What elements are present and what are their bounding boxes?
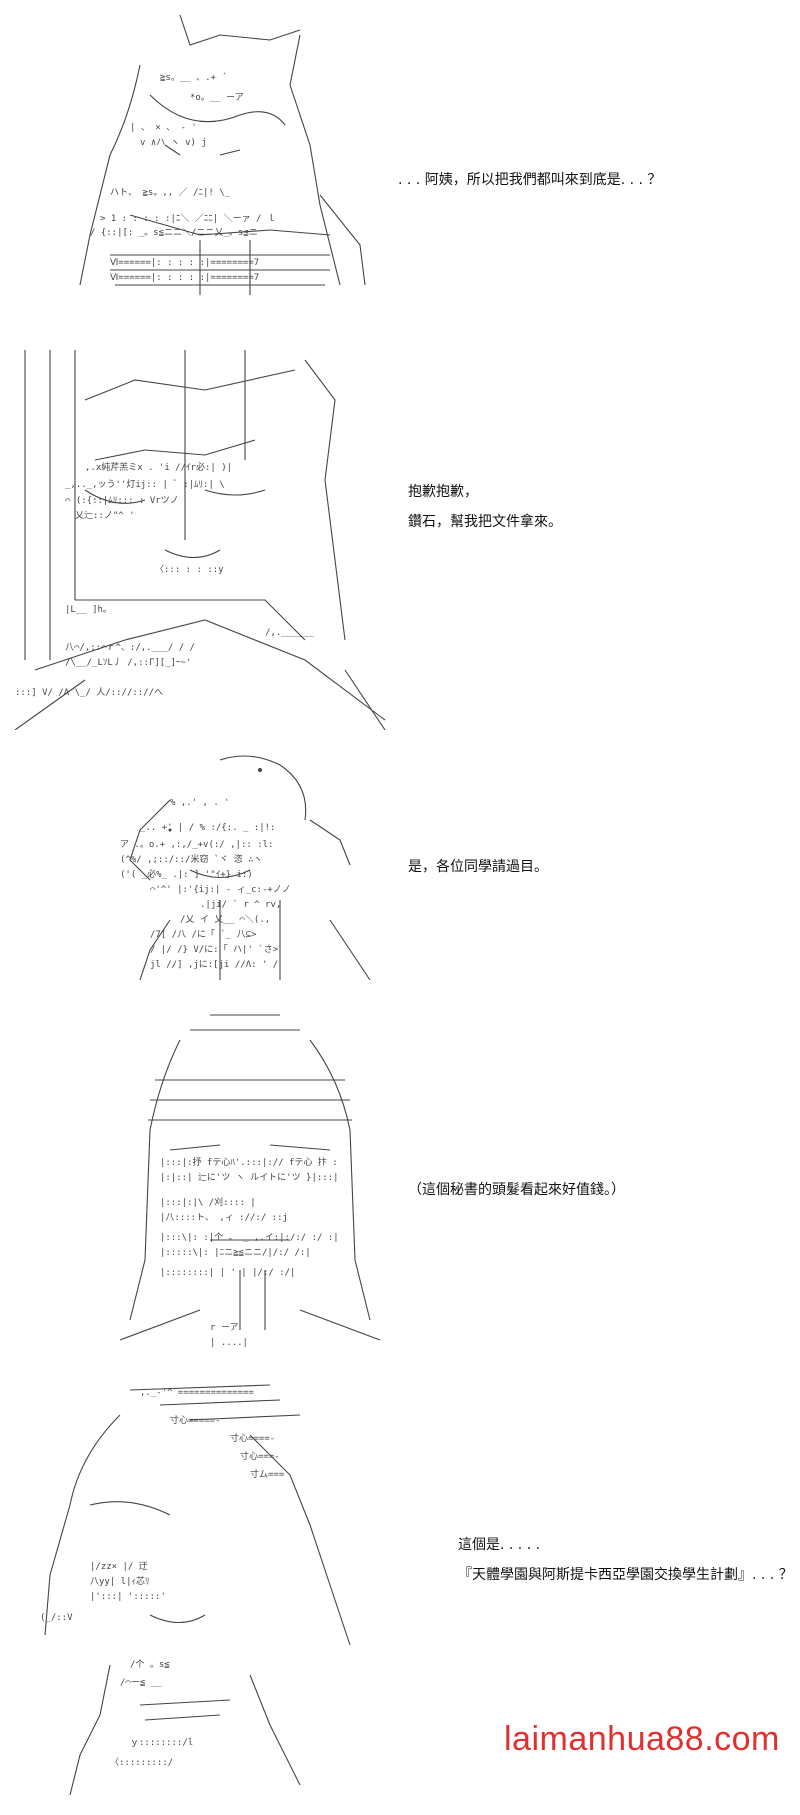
dialogue-line: 『天體學園與阿斯提卡西亞學園交換學生計劃』. . . ？ xyxy=(458,1567,793,1583)
svg-text:Ⅵ======|: : : : :|========7: Ⅵ======|: : : : :|========7 xyxy=(110,258,259,268)
svg-text:| 、 × 、 ‐ ': | 、 × 、 ‐ ' xyxy=(130,123,197,133)
dialogue-box: . . . 阿姨，所以把我們都叫來到底是. . . ？ xyxy=(398,170,661,200)
watermark-text: laimanhua88.com xyxy=(504,1720,780,1758)
svg-text:| ....|: | ....| xyxy=(210,1338,248,1348)
svg-text:/ |/ /} V/に:「 ハ|' `さ>: / |/ /} V/に:「 ハ|' `さ> xyxy=(150,944,279,955)
dialogue-box: 抱歉抱歉， 鑽石，幫我把文件拿來。 xyxy=(408,482,562,542)
svg-text:/7[ /八 /に「 `_ 八⊆>: /7[ /八 /に「 `_ 八⊆> xyxy=(150,929,257,940)
svg-text:|:::::\|: |ﾆニ≧≦ニニ/|/:/ /:|: |:::::\|: |ﾆニ≧≦ニニ/|/:/ /:| xyxy=(160,1248,311,1258)
svg-text:% ,.' , . ': % ,.' , . ' xyxy=(170,798,230,808)
ascii-art-character-1: ≧s。__ 、.+ ´ *o。__ ーア | 、 × 、 ‐ ' v ∧ハ ヽ … xyxy=(70,5,370,325)
svg-text:|八::::ト、 ,ィ ://:/ ::j: |八::::ト、 ,ィ ://:/ ::j xyxy=(160,1213,288,1223)
svg-text:> 1 : : : : :|ﾆ＼ ／ﾆﾆ| ＼ーァ /: > 1 : : : : :|ﾆ＼ ／ﾆﾆ| ＼ーァ / ｌ xyxy=(100,213,276,224)
panel-2: ,.x純芹羔ミx . 'i //ｲr必:| )| _,.._,ッう''灯ij::… xyxy=(0,340,800,740)
dialogue-box: 這個是. . . . . 『天體學園與阿斯提卡西亞學園交換學生計劃』. . . … xyxy=(458,1535,793,1595)
panel-5: ,._-'^ ============== 寸心=====- 寸心====- 寸… xyxy=(0,1375,800,1815)
svg-text:寸心=====-: 寸心=====- xyxy=(170,1414,221,1426)
svg-text:|::::::::| | ' | |/:/ :/|: |::::::::| | ' | |/:/ :/| xyxy=(160,1268,295,1278)
svg-text:/,.______: /,.______ xyxy=(265,628,314,638)
svg-text:/ {::|[: _。s≦ニニ＼/ニニ乂_。s≦ニ: / {::|[: _。s≦ニニ＼/ニニ乂_。s≦ニ xyxy=(90,227,258,238)
dialogue-line: （這個秘書的頭髮看起來好值錢。） xyxy=(408,1182,625,1198)
panel-4: |:::|:抒 fテ心ﾊ'.:::|:// fテ心 抃 : |:|::| 辷に'… xyxy=(0,1000,800,1370)
svg-text:⌒ (:{::|ﾑﾘ::: : Vrツノ: ⌒ (:{::|ﾑﾘ::: : Vrツノ xyxy=(65,496,179,506)
svg-text:≧s。__ 、.+ ´: ≧s。__ 、.+ ´ xyxy=(160,72,227,83)
svg-text:(_/::V: (_/::V xyxy=(40,1613,73,1623)
svg-text:jl //] ,jに:[ji //Λ: ': jl //] ,jに:[ji //Λ: ' / xyxy=(150,959,278,970)
svg-text:.|ji/ ` r ^ rv,: .|ji/ ` r ^ rv, xyxy=(200,899,281,910)
svg-text:|/zz× |/ 迂: |/zz× |/ 迂 xyxy=(90,1561,148,1572)
panel-1: ≧s。__ 、.+ ´ *o。__ ーア | 、 × 、 ‐ ' v ∧ハ ヽ … xyxy=(0,0,800,330)
svg-text:_.. +' | / % :/{:. _ :|!:: _.. +' | / % :/{:. _ :|!: xyxy=(140,823,275,833)
dialogue-box: （這個秘書的頭髮看起來好值錢。） xyxy=(408,1180,625,1210)
svg-text:Ⅵ======|: : : : :|========7: Ⅵ======|: : : : :|========7 xyxy=(110,273,259,283)
svg-text:/个 。s≦: /个 。s≦ xyxy=(130,1659,170,1670)
svg-text:ハト、 ≧s。,, ／ /ﾆ|! \_: ハト、 ≧s。,, ／ /ﾆ|! \_ xyxy=(110,187,231,198)
svg-text:,.x純芹羔ミx . 'i //ｲr必:| )|: ,.x純芹羔ミx . 'i //ｲr必:| )| xyxy=(85,461,232,473)
svg-text:〈:::::::::/: 〈:::::::::/ xyxy=(110,1757,173,1768)
svg-text:/乂 イ 乂__ ⌒＼(.,: /乂 イ 乂__ ⌒＼(., xyxy=(180,914,270,925)
ascii-art-character-2: ,.x純芹羔ミx . 'i //ｲr必:| )| _,.._,ッう''灯ij::… xyxy=(5,340,415,730)
svg-text::::] V/ /Λ \_/ 人/::/: :::] V/ /Λ \_/ 人/:://:://へ xyxy=(15,687,163,698)
dialogue-box: 是，各位同學請過目。 xyxy=(408,857,548,887)
svg-text:寸ム===: 寸ム=== xyxy=(250,1468,285,1480)
ascii-art-character-4: |:::|:抒 fテ心ﾊ'.:::|:// fテ心 抃 : |:|::| 辷に'… xyxy=(100,1000,400,1360)
svg-text:ア .。o.+ ,:,/_+v(:/ ,|:: :l:: ア .。o.+ ,:,/_+v(:/ ,|:: :l: xyxy=(120,840,273,850)
svg-text:寸心====-: 寸心====- xyxy=(230,1432,275,1444)
svg-text:('( _必%_ .|: ] '"ｲ+} i:): ('( _必%_ .|: ] '"ｲ+} i:) xyxy=(120,868,253,880)
dialogue-line: . . . 阿姨，所以把我們都叫來到底是. . . ？ xyxy=(398,172,662,188)
svg-text:|:::|:抒 fテ心ﾊ'.:::|:// fテ心 抃 :: |:::|:抒 fテ心ﾊ'.:::|:// fテ心 抃 : xyxy=(160,1156,338,1168)
svg-text:ｙ::::::::/l: ｙ::::::::/l xyxy=(130,1738,193,1748)
svg-text:寸心===-: 寸心===- xyxy=(240,1450,280,1462)
svg-text:(^%/ ,;::/::/米窃 `ヾ 恣 ∴ヽ: (^%/ ,;::/::/米窃 `ヾ 恣 ∴ヽ xyxy=(120,853,263,865)
svg-text:|:::\|: :|个 。 _ ,.イ:|:/:/ :/: |:::\|: :|个 。 _ ,.イ:|:/:/ :/ :| xyxy=(160,1232,339,1243)
svg-text:v ∧ハ ヽ v) j: v ∧ハ ヽ v) j xyxy=(140,138,207,148)
svg-text:|:|::| 辷に'ツ ヽ ルイトに'ツ }|:::|: |:|::| 辷に'ツ ヽ ルイトに'ツ }|:::| xyxy=(160,1172,339,1183)
dialogue-line: 抱歉抱歉， xyxy=(408,484,478,500)
ascii-art-character-5: ,._-'^ ============== 寸心=====- 寸心====- 寸… xyxy=(30,1375,380,1805)
svg-text:〈::: : : ::y: 〈::: : : ::y xyxy=(155,564,224,575)
svg-text:/⌒ー≦ __: /⌒ー≦ __ xyxy=(120,1678,162,1688)
dialogue-line: 這個是. . . . . xyxy=(458,1537,541,1553)
svg-text:|':::| ':::::': |':::| ':::::' xyxy=(90,1592,166,1602)
svg-text:⌒'^' |:'{ij:| ‐ ィ_c:-+ノノ: ⌒'^' |:'{ij:| ‐ ィ_c:-+ノノ xyxy=(150,885,291,895)
dialogue-line: 鑽石，幫我把文件拿來。 xyxy=(408,514,562,530)
svg-text:八yy| l|ｨ芯ﾘ: 八yy| l|ｨ芯ﾘ xyxy=(90,1575,150,1587)
svg-text:,._-'^ ==============: ,._-'^ ============== xyxy=(140,1388,254,1398)
svg-text:|L__ ]h。: |L__ ]h。 xyxy=(65,605,112,615)
svg-text:*o。__ ーア: *o。__ ーア xyxy=(190,93,244,103)
svg-text:八⌒/,::⌒ｒ^、:/,.___/ / /: 八⌒/,::⌒ｒ^、:/,.___/ / / xyxy=(65,643,195,653)
svg-text:乂辷::ノ"^ ': 乂辷::ノ"^ ' xyxy=(75,510,135,521)
svg-text:r ーア: r ーア xyxy=(210,1323,238,1333)
ascii-art-character-3: % ,.' , . ' _.. +' | / % :/{:. _ :|!: ア … xyxy=(110,750,380,980)
svg-text:/\__/_LｿL丿 /,::Γ][_]ｰ~': /\__/_LｿL丿 /,::Γ][_]ｰ~' xyxy=(65,658,191,668)
panel-3: % ,.' , . ' _.. +' | / % :/{:. _ :|!: ア … xyxy=(0,750,800,985)
dialogue-line: 是，各位同學請過目。 xyxy=(408,859,548,875)
svg-text:|:::|:|\ /刈:::: |: |:::|:|\ /刈:::: | xyxy=(160,1196,256,1208)
svg-text:_,.._,ッう''灯ij:: | ﾞ :|ﾑﾘ:|: _,.._,ッう''灯ij:: | ﾞ :|ﾑﾘ:| \ xyxy=(65,479,225,490)
